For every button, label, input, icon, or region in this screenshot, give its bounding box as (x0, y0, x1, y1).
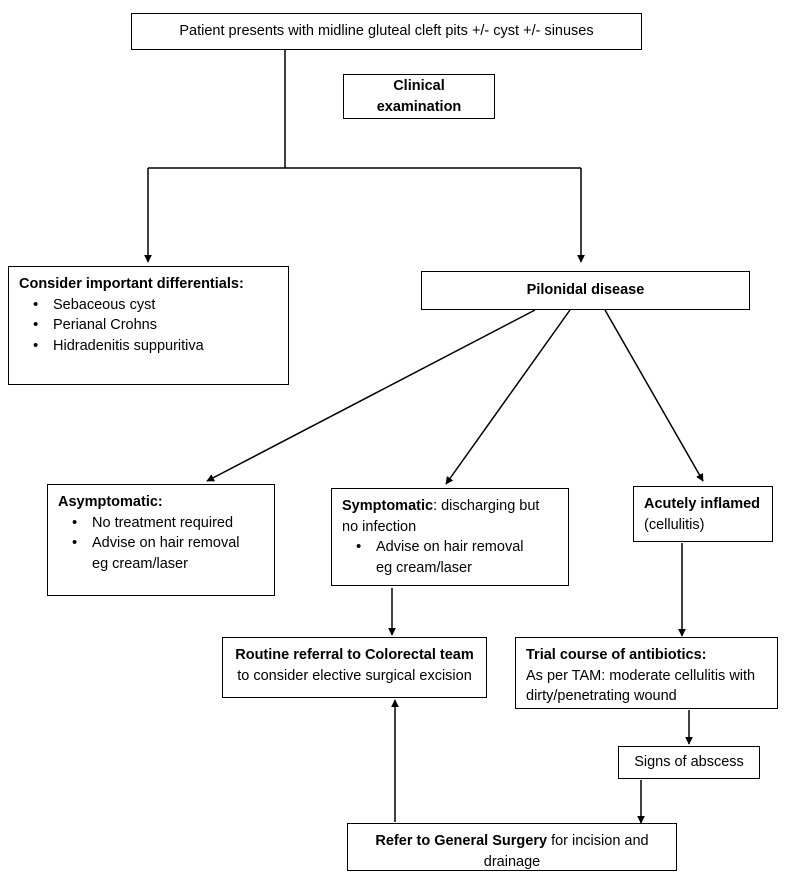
antibiotics-heading: Trial course of antibiotics: (526, 647, 707, 663)
node-clinical-examination[interactable]: Clinical examination (343, 74, 495, 119)
node-routine-referral[interactable]: Routine referral to Colorectal team to c… (222, 637, 487, 698)
list-item: Perianal Crohns (33, 314, 278, 336)
symptomatic-list: Advise on hair removal eg cream/laser (342, 536, 558, 578)
node-pilonidal-disease[interactable]: Pilonidal disease (421, 271, 750, 310)
asymptomatic-list: No treatment required Advise on hair rem… (58, 512, 264, 575)
routine-referral-detail: to consider elective surgical excision (237, 667, 472, 684)
asymptomatic-continuation: eg cream/laser (92, 555, 188, 572)
node-symptomatic[interactable]: Symptomatic: discharging but no infectio… (331, 488, 569, 586)
abscess-text: Signs of abscess (634, 754, 744, 771)
list-item: Sebaceous cyst (33, 294, 278, 316)
differentials-heading: Consider important differentials: (19, 276, 244, 292)
general-surgery-detail: drainage (483, 853, 541, 870)
pilonidal-text: Pilonidal disease (526, 282, 645, 299)
clinical-exam-line2: examination (376, 98, 462, 115)
edge-pilonidal-to-symptomatic (445, 309, 571, 485)
acute-heading: Acutely inflamed (644, 496, 761, 512)
list-item: Hidradenitis suppuritiva (33, 335, 278, 357)
node-asymptomatic[interactable]: Asymptomatic: No treatment required Advi… (47, 484, 275, 596)
list-item: Advise on hair removal eg cream/laser (72, 532, 264, 574)
routine-referral-heading: Routine referral to Colorectal team (235, 647, 474, 663)
symptomatic-heading: Symptomatic (342, 498, 434, 514)
acute-detail: (cellulitis) (644, 516, 705, 533)
node-acutely-inflamed[interactable]: Acutely inflamed (cellulitis) (633, 486, 773, 542)
antibiotics-detail-line2: dirty/penetrating wound (526, 688, 677, 705)
clinical-exam-line1: Clinical (393, 77, 445, 94)
general-surgery-heading: Refer to General Surgery (375, 833, 548, 849)
list-item: Advise on hair removal eg cream/laser (356, 536, 558, 578)
edge-pilonidal-to-acute (604, 309, 704, 482)
list-item-label: Advise on hair removal (92, 535, 240, 552)
antibiotics-detail-line1: As per TAM: moderate cellulitis with (526, 667, 756, 684)
node-antibiotics[interactable]: Trial course of antibiotics: As per TAM:… (515, 637, 778, 709)
general-surgery-heading-tail: for incision and (547, 833, 649, 849)
node-presentation[interactable]: Patient presents with midline gluteal cl… (131, 13, 642, 50)
symptomatic-heading-row: Symptomatic: discharging but no infectio… (342, 496, 558, 537)
symptomatic-continuation: eg cream/laser (376, 559, 472, 576)
node-differentials[interactable]: Consider important differentials: Sebace… (8, 266, 289, 385)
node-presentation-text: Patient presents with midline gluteal cl… (179, 23, 594, 40)
list-item: No treatment required (72, 512, 264, 534)
list-item-label: Advise on hair removal (376, 539, 524, 556)
asymptomatic-heading: Asymptomatic: (58, 494, 163, 510)
general-surgery-heading-row: Refer to General Surgery for incision an… (358, 831, 666, 852)
node-general-surgery[interactable]: Refer to General Surgery for incision an… (347, 823, 677, 871)
differentials-list: Sebaceous cyst Perianal Crohns Hidradeni… (19, 294, 278, 357)
node-signs-of-abscess[interactable]: Signs of abscess (618, 746, 760, 779)
symptomatic-heading-tail: : discharging but no infection (342, 498, 540, 535)
